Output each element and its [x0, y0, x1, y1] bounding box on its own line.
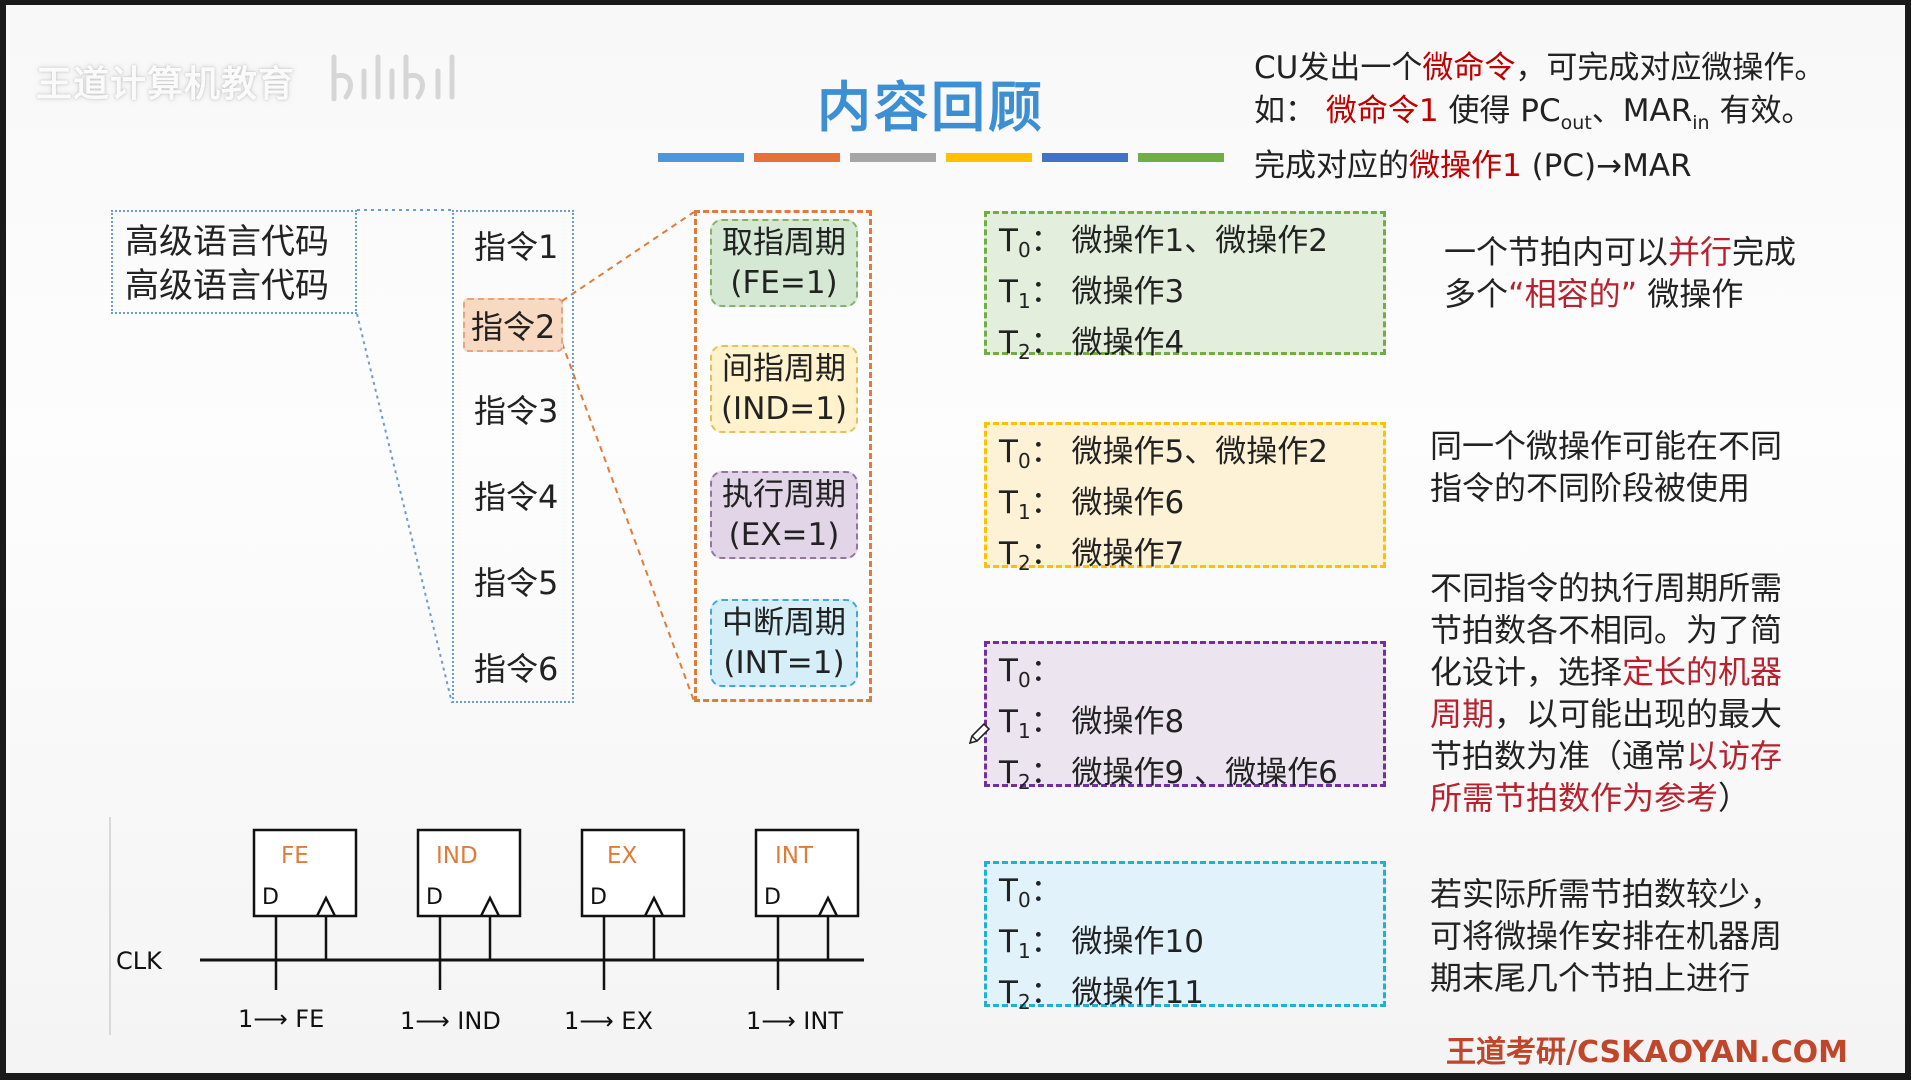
t2-row: T2： 微操作4	[999, 325, 1185, 364]
cycle-indirect: 间指周期 (IND=1)	[710, 345, 858, 433]
cycle-flag: (INT=1)	[723, 645, 845, 681]
page-title: 内容回顾	[817, 76, 1045, 139]
note-fixed-cycle: 不同指令的执行周期所需 节拍数各不相同。为了简 化设计，选择定长的机器 周期，以…	[1430, 569, 1783, 817]
watermark-text: 王道计算机教育	[36, 64, 296, 105]
t2-row: T2： 微操作7	[999, 536, 1185, 575]
micro-ops-execute: T0： T1： 微操作8 T2： 微操作9 、微操作6	[984, 641, 1386, 794]
color-bar	[1138, 153, 1224, 162]
t0-row: T0： 微操作5、微操作2	[999, 434, 1328, 473]
input-label-fe: 1⟶ FE	[238, 1005, 325, 1033]
micro-command-info: CU发出一个微命令，可完成对应微操作。 如： 微命令1 使得 PCout、MAR…	[1254, 47, 1825, 188]
code-line: 高级语言代码	[125, 266, 329, 306]
cycle-name: 间指周期	[722, 351, 846, 387]
flipflop-ex	[580, 828, 686, 990]
instruction-item: 指令6	[474, 650, 559, 688]
flipflop-label: IND	[436, 843, 478, 869]
pen-cursor-icon	[968, 722, 991, 745]
d-input-label: D	[426, 885, 443, 910]
footer-brand: 王道考研/CSKAOYAN.COM	[1446, 1035, 1848, 1070]
instruction-list: 指令1 指令2 指令3 指令4 指令5 指令6	[452, 210, 574, 703]
bilibili-logo-icon	[331, 54, 455, 102]
t1-row: T1： 微操作6	[999, 485, 1185, 524]
d-input-label: D	[764, 885, 781, 910]
flipflop-label: INT	[775, 843, 814, 869]
color-bar	[1042, 153, 1128, 162]
cycle-interrupt: 中断周期 (INT=1)	[710, 599, 858, 687]
note-schedule: 若实际所需节拍数较少， 可将微操作安排在机器周 期末尾几个节拍上进行	[1430, 875, 1783, 997]
color-bar	[754, 153, 840, 162]
title-color-bars	[658, 153, 1224, 162]
micro-ops-indirect: T0： 微操作5、微操作2 T1： 微操作6 T2： 微操作7	[984, 422, 1386, 575]
info-line-3: 完成对应的微操作1 (PC)→MAR	[1254, 148, 1692, 184]
micro-ops-interrupt: T0： T1： 微操作10 T2： 微操作11	[984, 861, 1386, 1014]
flipflop-int	[754, 828, 860, 990]
flipflop-circuit	[109, 817, 864, 1035]
flipflop-fe	[252, 828, 358, 990]
t2-row: T2： 微操作11	[999, 975, 1204, 1014]
code-line: 高级语言代码	[125, 222, 329, 262]
flipflop-label: EX	[607, 843, 638, 869]
t0-row: T0： 微操作1、微操作2	[999, 223, 1328, 262]
info-line-2: 如： 微命令1 使得 PCout、MARin 有效。	[1254, 93, 1813, 134]
t1-row: T1： 微操作8	[999, 704, 1185, 743]
color-bar	[850, 153, 936, 162]
input-label-int: 1⟶ INT	[746, 1007, 843, 1035]
t1-row: T1： 微操作10	[999, 924, 1204, 963]
cycle-name: 中断周期	[722, 605, 846, 641]
micro-ops-fetch: T0： 微操作1、微操作2 T1： 微操作3 T2： 微操作4	[984, 211, 1386, 364]
info-line-1: CU发出一个微命令，可完成对应微操作。	[1254, 50, 1826, 86]
d-input-label: D	[590, 885, 607, 910]
connector-lines	[356, 209, 695, 704]
cycle-flag: (IND=1)	[720, 391, 848, 427]
cycle-execute: 执行周期 (EX=1)	[710, 471, 858, 559]
flipflop-label: FE	[281, 843, 309, 869]
color-bar	[658, 153, 744, 162]
instruction-item: 指令5	[474, 564, 559, 602]
flipflop-ind	[416, 828, 522, 990]
note-reuse: 同一个微操作可能在不同 指令的不同阶段被使用	[1430, 427, 1783, 507]
cycle-fetch: 取指周期 (FE=1)	[710, 219, 858, 307]
high-level-code-box: 高级语言代码 高级语言代码	[111, 210, 357, 314]
cycle-flag: (FE=1)	[730, 265, 838, 301]
t0-row: T0：	[999, 653, 1062, 692]
t1-row: T1： 微操作3	[999, 274, 1185, 313]
instruction-item: 指令4	[474, 478, 559, 516]
input-label-ex: 1⟶ EX	[564, 1007, 653, 1035]
machine-cycles-box: 取指周期 (FE=1) 间指周期 (IND=1) 执行周期 (EX=1) 中断周…	[694, 210, 872, 702]
cycle-name: 取指周期	[722, 225, 846, 261]
instruction-item: 指令3	[474, 392, 559, 430]
t2-row: T2： 微操作9 、微操作6	[999, 755, 1338, 794]
instruction-item-selected: 指令2	[463, 298, 564, 352]
color-bar	[946, 153, 1032, 162]
input-label-ind: 1⟶ IND	[400, 1007, 501, 1035]
d-input-label: D	[262, 885, 279, 910]
note-parallel: 一个节拍内可以并行完成 多个“相容的” 微操作	[1444, 233, 1797, 313]
cycle-name: 执行周期	[722, 477, 846, 513]
t0-row: T0：	[999, 873, 1062, 912]
clk-label: CLK	[116, 947, 162, 975]
slide: 王道计算机教育 内容回顾 CU发出一个微命令，可完成对应微操作。 如： 微命令1…	[6, 5, 1905, 1073]
instruction-item: 指令1	[474, 228, 559, 266]
cycle-flag: (EX=1)	[728, 517, 840, 553]
